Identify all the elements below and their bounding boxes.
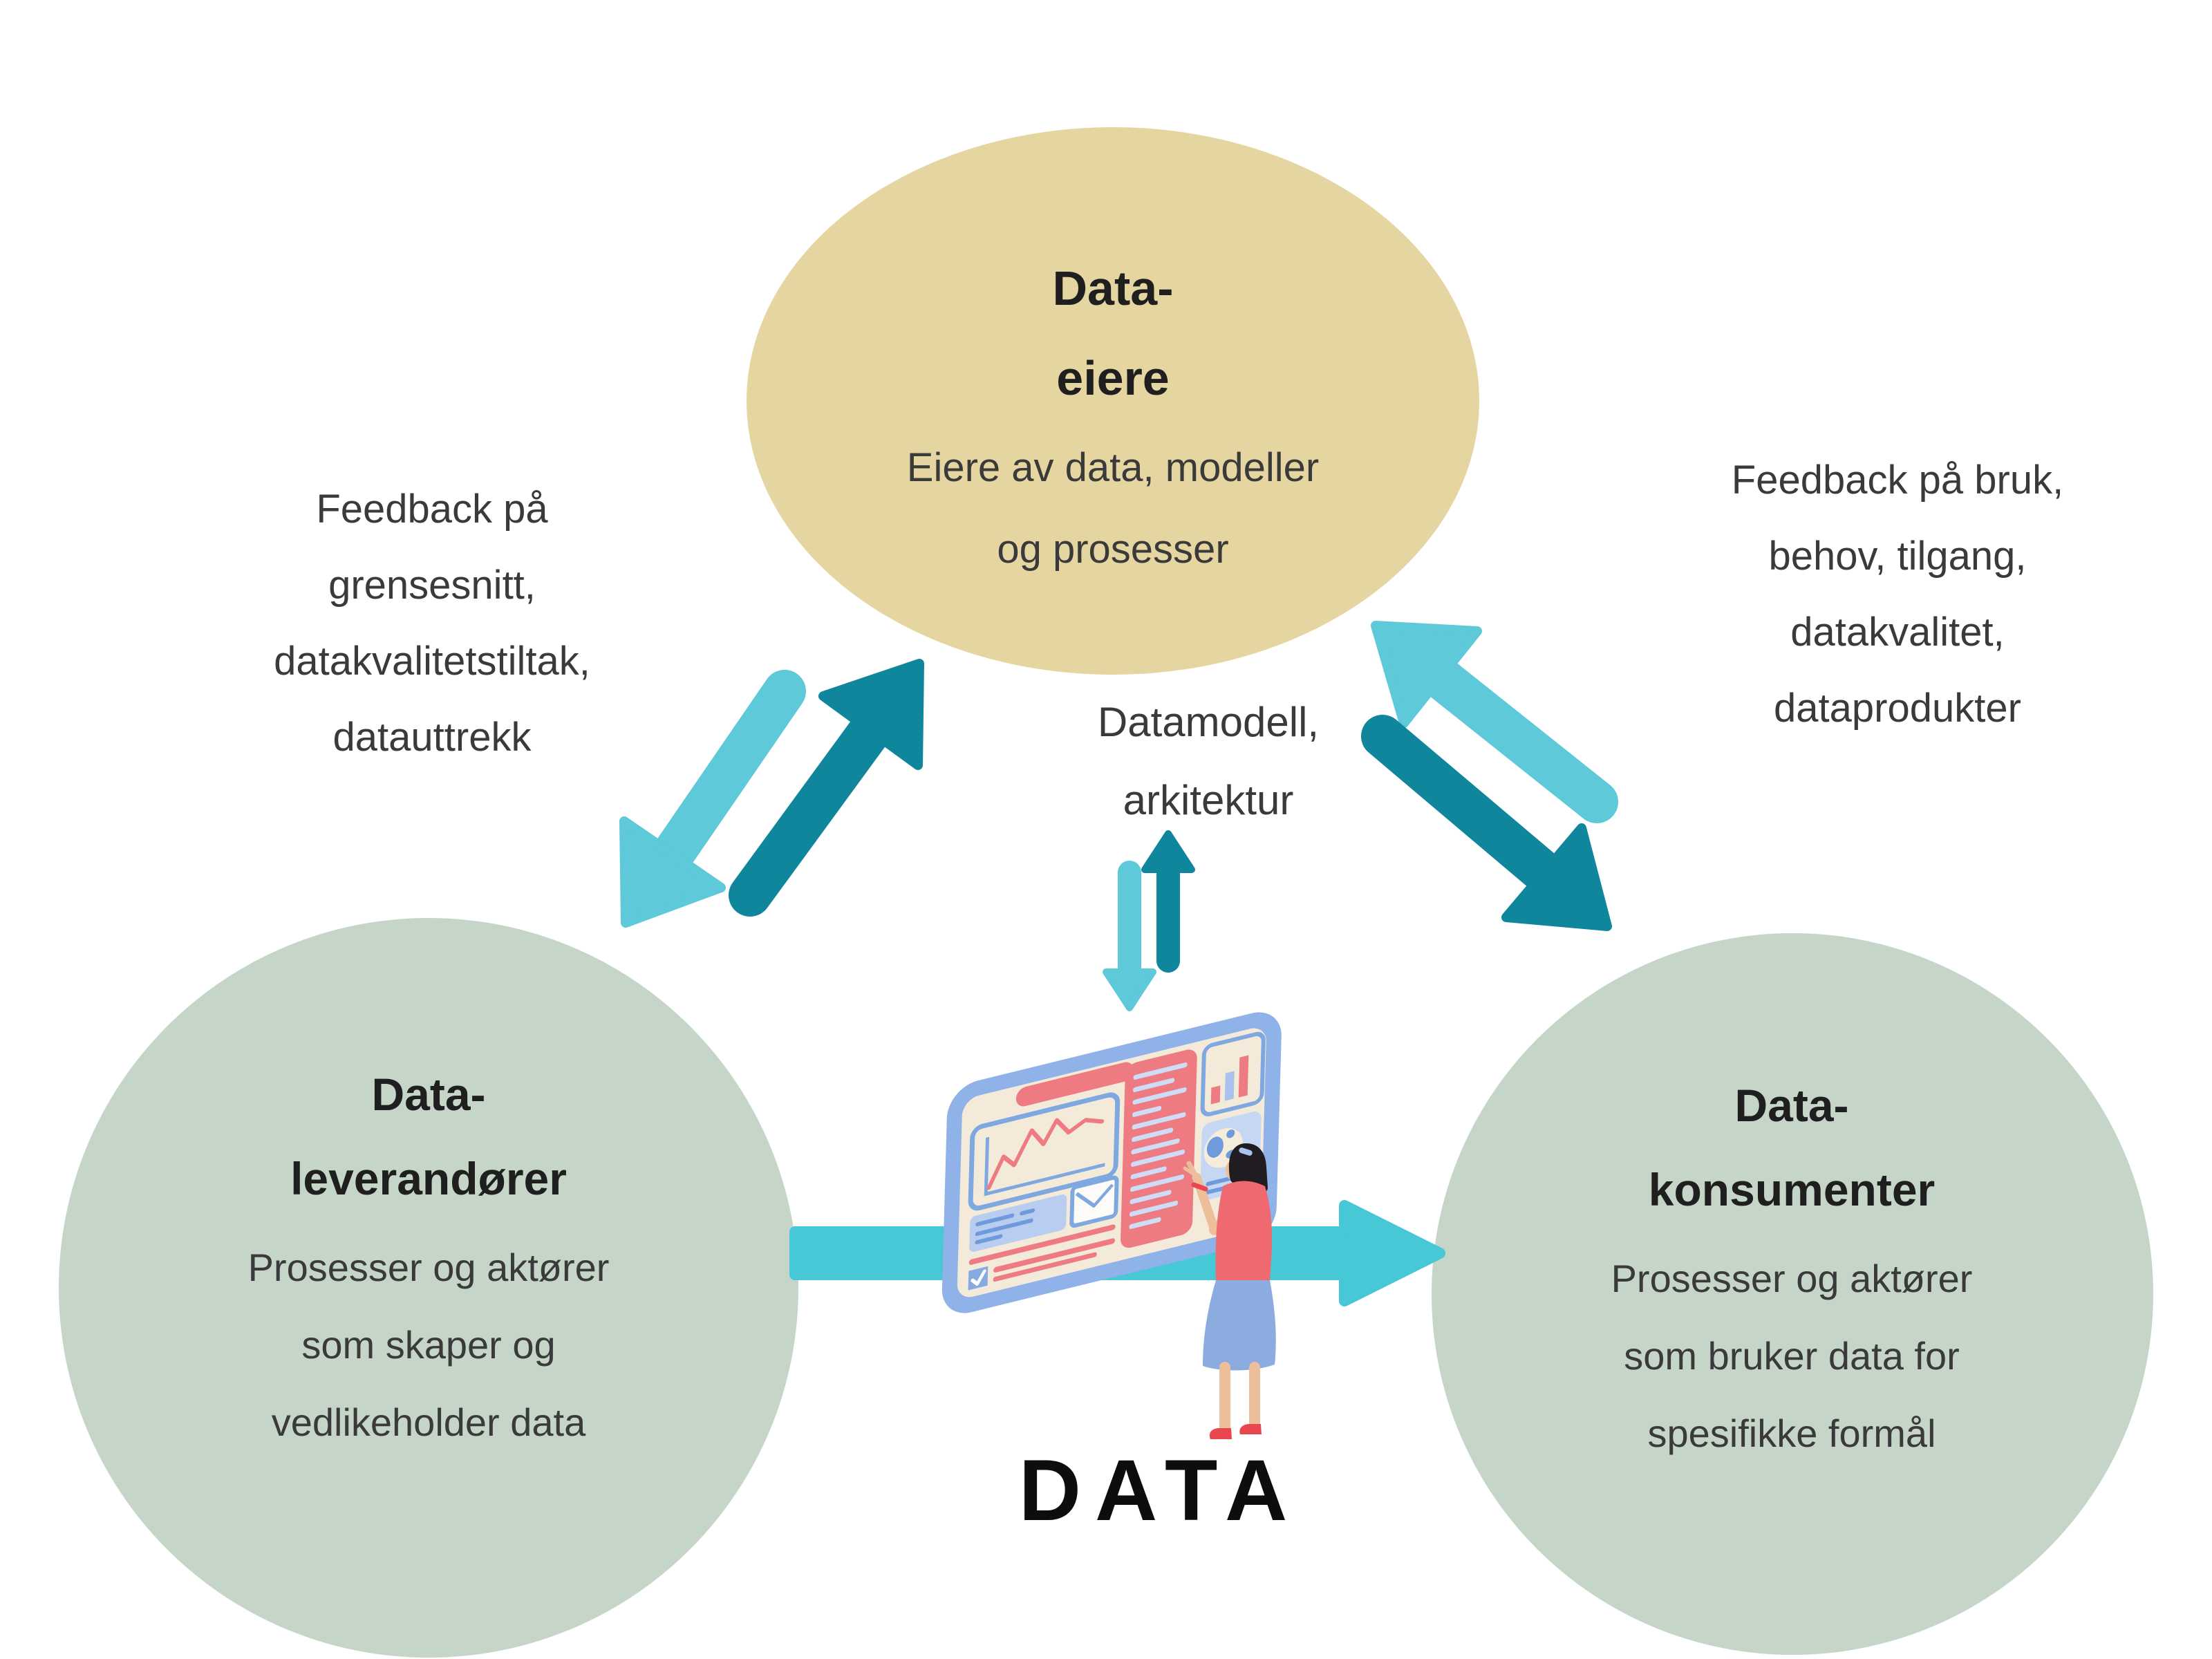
data-suppliers-label: Data- leverandører [290, 1069, 567, 1204]
datamodell-annotation: Datamodell, arkitektur [1097, 699, 1320, 823]
data-suppliers-description: Prosesser og aktører som skaper og vedli… [247, 1246, 610, 1444]
text-lines-decor [1129, 1062, 1188, 1229]
woman-figure [1183, 1143, 1276, 1439]
arrow-suppliers-owners-up-icon [729, 659, 924, 917]
hair-clip-icon [1239, 1147, 1253, 1156]
envelope-icon [1069, 1175, 1119, 1228]
woman-skirt [1203, 1280, 1276, 1371]
data-title: DATA [1018, 1443, 1302, 1539]
feedback-right-annotation: Feedback på bruk, behov, tilgang, datakv… [1731, 458, 2064, 731]
data-owners-ellipse [747, 127, 1479, 675]
line-chart-icon [968, 1092, 1121, 1211]
data-owners-description: Eiere av data, modeller og prosesser [906, 445, 1320, 572]
arrow-consumers-owners-up-icon [1371, 621, 1618, 823]
data-owners-label: Data- eiere [1052, 261, 1174, 405]
data-suppliers-circle [59, 918, 798, 1658]
arrow-model-down-icon [1103, 861, 1156, 1011]
shoe-left [1209, 1428, 1232, 1439]
bar-chart-icon [1200, 1031, 1266, 1116]
bracelet-icon [1191, 1182, 1208, 1192]
shoe-right [1239, 1424, 1262, 1434]
hair [1228, 1143, 1268, 1192]
checkbox-icon [968, 1266, 988, 1291]
data-consumers-description: Prosesser og aktører som bruker data for… [1611, 1257, 1973, 1455]
woman-top [1215, 1181, 1273, 1280]
arrow-model-up-icon [1141, 830, 1195, 973]
data-consumers-circle [1432, 933, 2153, 1655]
data-consumers-label: Data- konsumenter [1648, 1080, 1936, 1215]
arrow-owners-suppliers-down-icon [619, 670, 806, 928]
feedback-left-annotation: Feedback på grensesnitt, datakvalitetsti… [274, 487, 590, 760]
arrow-owners-consumers-down-icon [1361, 715, 1612, 931]
